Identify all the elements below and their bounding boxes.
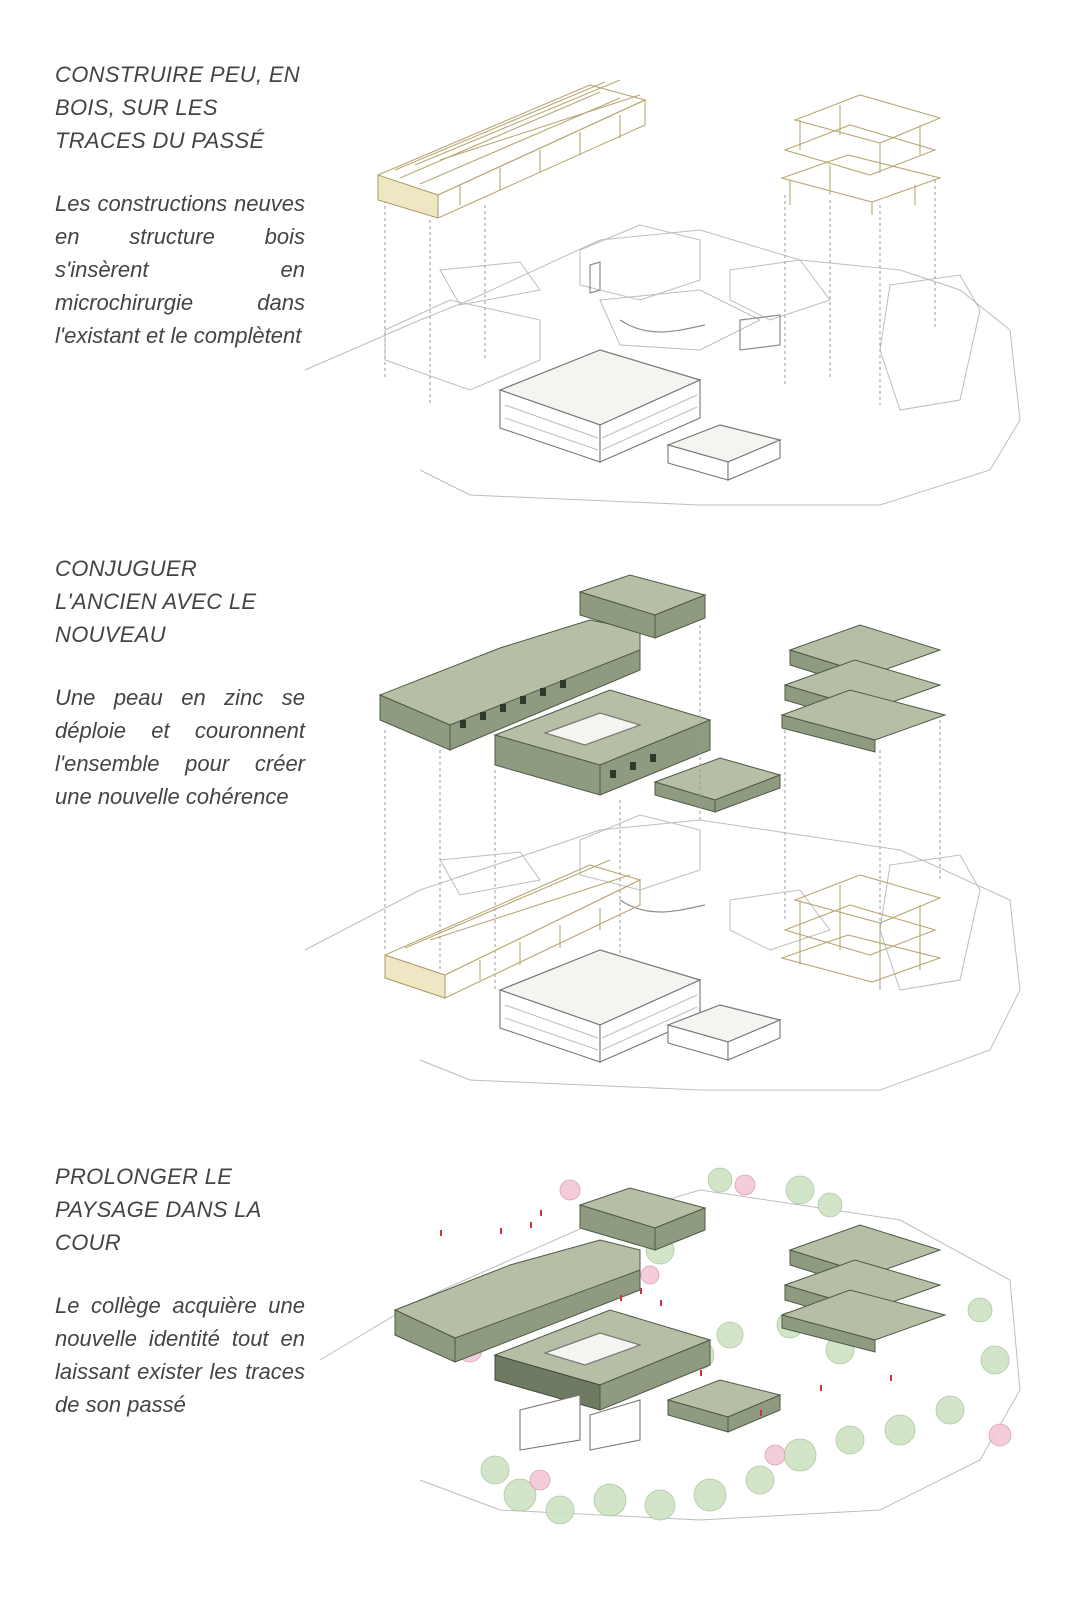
vegetation [457, 1167, 1012, 1525]
section-description: Le collège acquière une nouvelle identit… [55, 1293, 305, 1417]
site-outline [304, 819, 1021, 1091]
wood-structure-west [377, 79, 647, 219]
axonometric-drawing-3 [319, 1167, 1021, 1525]
wood-structure-east [780, 94, 942, 215]
section-description: Une peau en zinc se déploie et couronnen… [55, 685, 305, 809]
section-heading: CONJUGUER L'ANCIEN AVEC LE NOUVEAU [55, 556, 257, 647]
axonometric-drawing-1 [304, 79, 1021, 506]
text-block-1: CONSTRUIRE PEU, EN BOIS, SUR LES TRACES … [55, 58, 305, 352]
section-prolonger-paysage: PROLONGER LE PAYSAGE DANS LA COUR Le col… [0, 1110, 1080, 1600]
section-heading: CONSTRUIRE PEU, EN BOIS, SUR LES TRACES … [55, 62, 300, 153]
zinc-skin-layer [378, 574, 947, 813]
main-building-wireframe [498, 949, 782, 1063]
text-block-3: PROLONGER LE PAYSAGE DANS LA COUR Le col… [55, 1160, 305, 1421]
section-construire-peu: CONSTRUIRE PEU, EN BOIS, SUR LES TRACES … [0, 0, 1080, 520]
section-conjuguer: CONJUGUER L'ANCIEN AVEC LE NOUVEAU Une p… [0, 520, 1080, 1110]
section-heading: PROLONGER LE PAYSAGE DANS LA COUR [55, 1164, 261, 1255]
window-strip [460, 680, 656, 778]
wood-structure-west [384, 859, 642, 999]
people [440, 1210, 892, 1416]
text-block-2: CONJUGUER L'ANCIEN AVEC LE NOUVEAU Une p… [55, 552, 305, 813]
main-building-wireframe [498, 349, 782, 481]
existing-buildings [439, 814, 981, 991]
wood-structure-east [780, 874, 942, 990]
zinc-buildings [393, 1187, 947, 1451]
section-description: Les constructions neuves en structure bo… [55, 191, 305, 348]
axonometric-drawing-2 [304, 574, 1021, 1091]
site-outline [304, 229, 1021, 506]
projection-lines [384, 180, 936, 405]
